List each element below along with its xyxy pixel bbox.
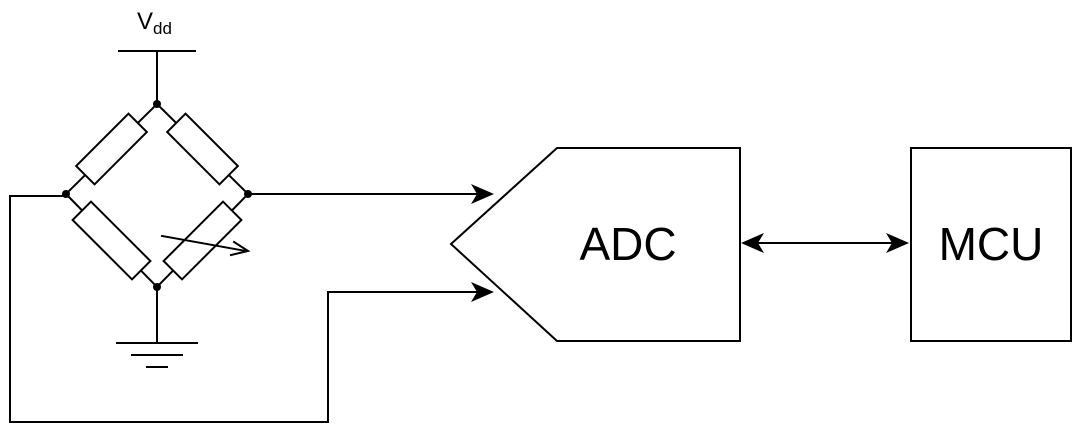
wheatstone-bridge [62, 100, 252, 291]
variable-resistor-arrow-head [229, 240, 251, 257]
adc-label: ADC [579, 218, 676, 270]
vdd-label: Vdd [137, 8, 172, 38]
arrow-to-mcu [886, 233, 909, 253]
mcu-block: MCU [910, 147, 1072, 342]
adc-mcu-link [741, 233, 909, 253]
vdd-label-main: V [137, 8, 153, 35]
mcu-label: MCU [939, 218, 1044, 270]
resistor-top-left [74, 112, 149, 186]
vdd-label-subscript: dd [153, 19, 172, 38]
wire-bridge-left-to-adc [9, 195, 486, 423]
variable-resistor-arrow-shaft [160, 234, 248, 253]
arrow-adc-input-lower [471, 282, 494, 302]
resistor-bottom-left [71, 200, 152, 281]
node-top [153, 100, 161, 108]
arrow-to-adc [741, 233, 764, 253]
resistor-top-right [165, 112, 240, 186]
mcu-shape [910, 147, 1072, 342]
resistor-bottom-right-variable [162, 200, 243, 281]
adc-block: ADC [449, 147, 741, 342]
adc-shape [449, 147, 741, 342]
arrow-adc-input-upper [471, 184, 494, 204]
ground-symbol [116, 286, 198, 368]
